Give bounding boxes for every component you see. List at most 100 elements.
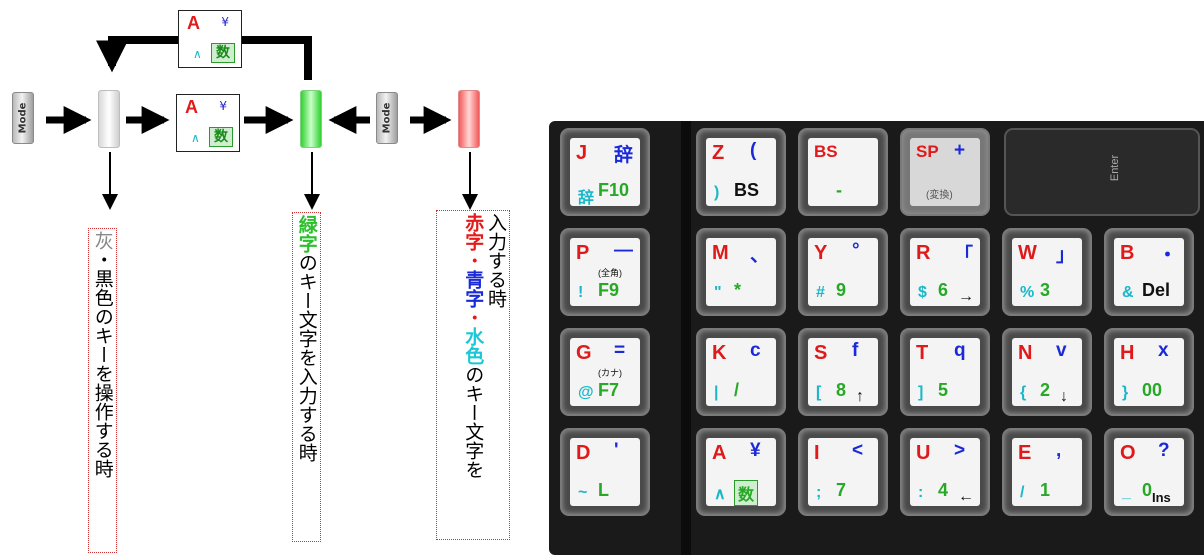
label-green: 緑字のキー文字を入力する時 [292,212,321,542]
key-main-char: P [576,242,590,264]
key-top-char: 「 [954,245,974,266]
loop-arrow [240,36,312,80]
key-main-char: T [916,342,929,364]
key-top-char: ' [614,440,619,461]
key-top-char: q [954,340,966,361]
key-bottom-right-char: - [836,180,842,200]
keypad-key-r: R「$6→ [900,228,990,316]
key-main-char: A [712,442,727,464]
key-bottom-right-char: F10 [598,180,630,200]
key-bottom-left-char: ; [816,484,822,501]
key-bottom-right-char: Del [1142,280,1171,300]
key-top-char: ・ [1158,245,1178,266]
key-top-char: v [1056,340,1067,361]
key-top-char: , [1056,440,1062,461]
down-arrowheads [102,194,478,210]
key-main-char: S [814,342,828,364]
key-main-char: SP [916,142,939,161]
key-bottom-right-char: 数 [734,480,759,506]
key-bottom-left-char: ) [714,184,720,201]
keypad-key-bs: BS - [798,128,888,216]
enter-key: Enter [1004,128,1200,216]
label-gray-black: 灰・黒色のキーを操作する時 [88,228,117,553]
key-arrow-char: ← [958,488,974,505]
mini-key-middle: A¥ ∧数 [176,94,240,152]
key-top-char: c [750,340,761,361]
key-main-char: O [1120,442,1136,464]
loop-arrow-left [96,36,178,73]
key-main-char: Y [814,242,828,264]
key-bottom-right-char: L [598,480,609,500]
key-bottom-left-char: 辞 [578,190,595,207]
key-extra-char: Ins [1152,490,1171,505]
keypad-key-p: P—(全角)!F9 [560,228,650,316]
state-red-indicator [458,90,480,148]
mode-key-2: Mode [376,92,398,144]
key-main-char: D [576,442,591,464]
key-bottom-right-char: 3 [1040,280,1051,300]
keypad-key-y: Y°#9 [798,228,888,316]
key-bottom-right-char: 0 [1142,480,1153,500]
key-mid-char: (カナ) [598,368,622,378]
key-bottom-left-char: $ [918,284,927,301]
key-top-char: ? [1158,440,1170,461]
key-arrow-char: → [958,288,974,305]
key-bottom-right-char: F9 [598,280,620,300]
mini-key-top: A¥ ∧数 [178,10,242,68]
key-main-char: B [1120,242,1135,264]
key-bottom-left-char: { [1020,384,1027,401]
key-bottom-left-char: & [1122,284,1134,301]
key-top-char: x [1158,340,1169,361]
keypad-key-g: G=(カナ)@F7 [560,328,650,416]
keypad-key-a: A¥∧数 [696,428,786,516]
keypad-key-d: D'~L [560,428,650,516]
state-gray-indicator [98,90,120,148]
key-bottom-left-char: ] [918,384,924,401]
key-bottom-right-char: / [734,380,740,400]
key-bottom-left-char: / [1020,484,1025,501]
key-main-char: BS [814,142,838,161]
key-top-char: f [852,340,859,361]
key-main-char: K [712,342,727,364]
key-bottom-right-char: 7 [836,480,847,500]
key-main-char: W [1018,242,1037,264]
key-top-char: > [954,440,966,461]
mode-diagram-arrows [46,36,474,200]
key-main-char: E [1018,442,1032,464]
key-bottom-left-char: } [1122,384,1129,401]
key-top-char: + [954,140,966,161]
key-bottom-right-char: 00 [1142,380,1163,400]
key-bottom-right-char: 5 [938,380,949,400]
key-main-char: M [712,242,729,264]
key-bottom-left-char: | [714,384,719,401]
state-green-indicator [300,90,322,148]
key-bottom-right-char: 6 [938,280,949,300]
keypad-key-z: Z()BS [696,128,786,216]
key-bottom-left-char: # [816,284,825,301]
keypad-key-u: U>:4← [900,428,990,516]
keypad-key-i: I <; 7 [798,428,888,516]
key-top-char: < [852,440,864,461]
mode-key-1: Mode [12,92,34,144]
key-main-char: H [1120,342,1135,364]
label-multi: 入力する時赤字・青字・水色のキー文字を [436,210,510,540]
keypad-separator [681,121,691,555]
key-main-char: G [576,342,592,364]
keypad-key-m: M、"* [696,228,786,316]
key-main-char: I [814,442,820,464]
key-bottom-right-char: * [734,280,742,300]
key-bottom-right-char: F7 [598,380,620,400]
key-bottom-right-char: 4 [938,480,949,500]
keypad-key-sp: SP+(変換) [900,128,990,216]
key-mid-char: (全角) [598,268,622,278]
key-top-char: ( [750,140,757,161]
key-bottom-left-char: ∧ [714,486,726,503]
key-main-char: J [576,142,588,164]
